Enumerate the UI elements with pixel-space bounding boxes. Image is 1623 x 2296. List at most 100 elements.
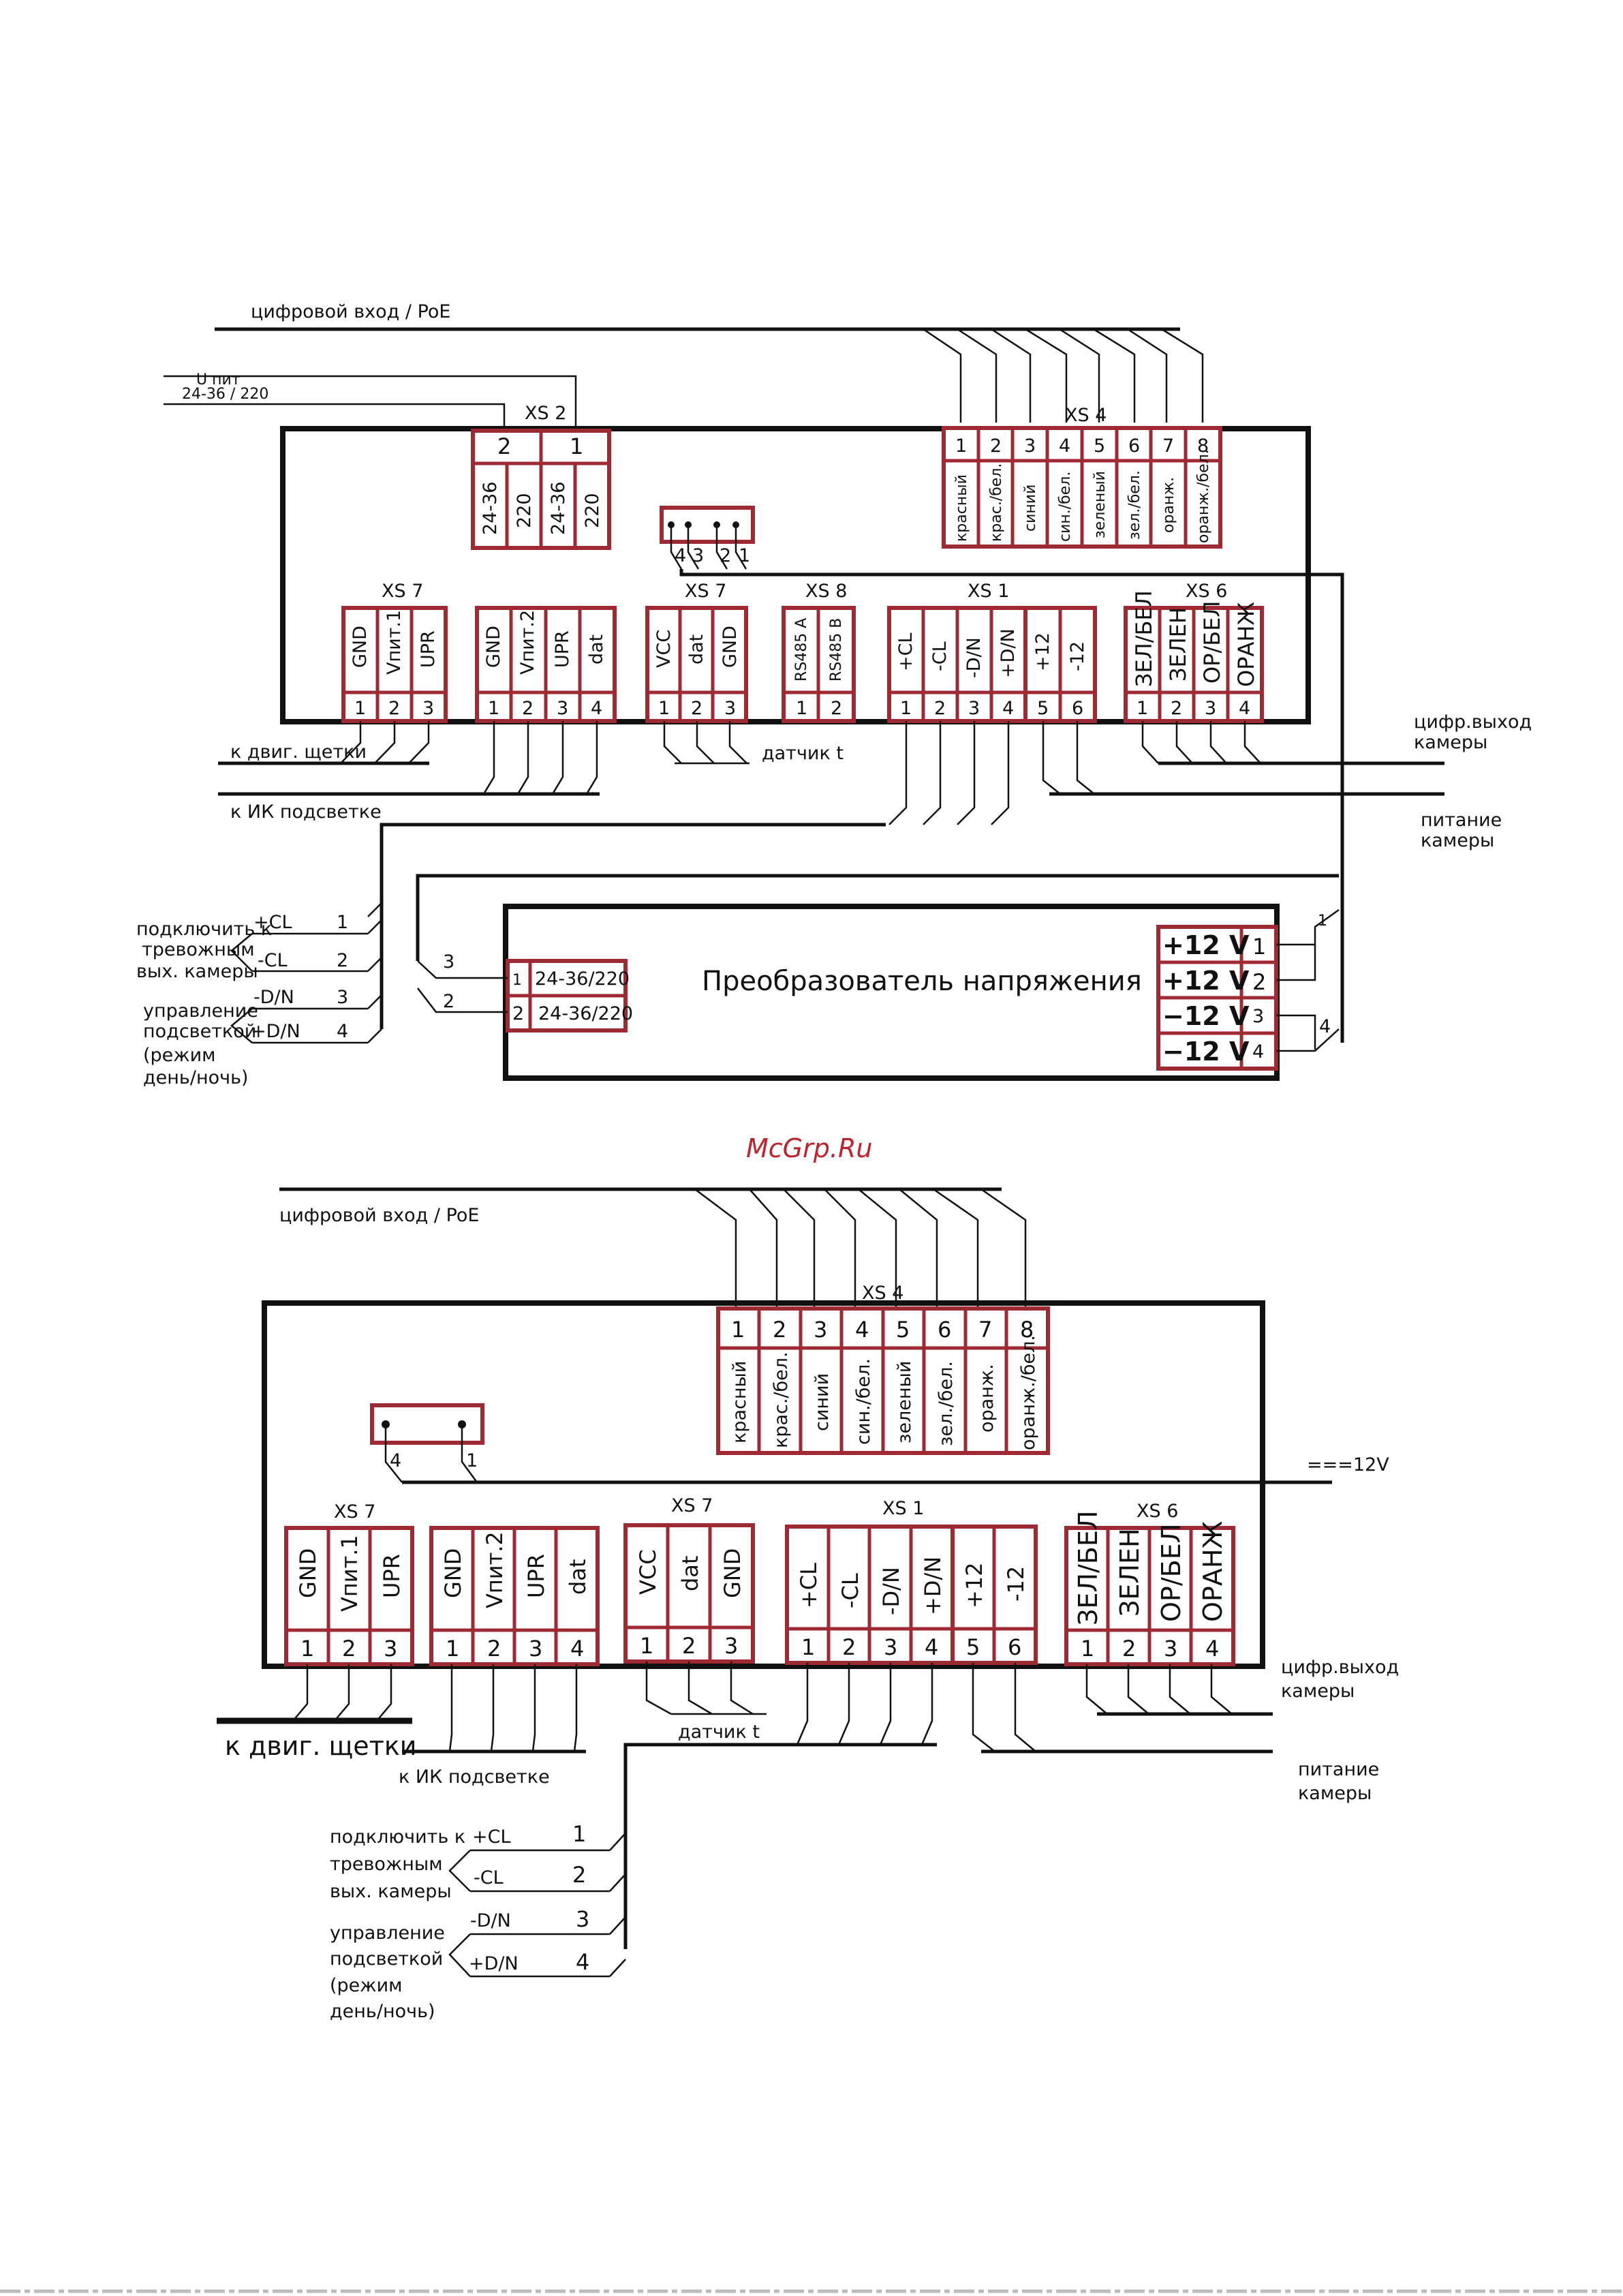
top-u-pit-label: U пит <box>196 371 241 388</box>
top-alarm-label: вых. камеры <box>136 961 258 982</box>
bottom-left-wires <box>448 1833 626 1978</box>
top-xs1-pin: 1 <box>900 698 912 719</box>
bottom-xs7b-label: dat <box>565 1559 591 1595</box>
top-xs7a-connector: GND Vпит.1 UPR 1 2 3 <box>341 606 448 723</box>
top-converter-out-v: −12 V <box>1162 1001 1250 1031</box>
bottom-xs1-connector: +CL -CL -D/N +D/N +12 -12 1 2 3 4 5 6 <box>785 1525 1038 1665</box>
top-xs2-label: 220 <box>582 493 603 528</box>
top-sensor-wires <box>663 721 749 765</box>
top-xs6-label: ЗЕЛЕН <box>1165 607 1191 682</box>
top-wire-sig: +CL <box>253 912 292 933</box>
bottom-diagram: цифровой вход / PoE XS 4 1 2 3 <box>217 1187 1399 2022</box>
top-xs4-pin: 1 <box>955 435 967 457</box>
bottom-jumper-pin: 1 <box>466 1450 478 1471</box>
top-poe-fanout <box>923 328 1204 423</box>
bottom-xs7c-label: dat <box>677 1556 703 1591</box>
bottom-wire-num: 2 <box>572 1862 586 1888</box>
top-cam-power-label: питание <box>1421 810 1502 831</box>
bottom-light-control-label: подсветкой <box>330 1948 443 1970</box>
bottom-xs6-label: ЗЕЛ/БЕЛ <box>1073 1511 1103 1625</box>
top-xs6-label: ОРАНЖ <box>1233 602 1259 687</box>
top-xs7a-title: XS 7 <box>382 581 423 602</box>
top-converter-out-pin: 2 <box>1252 969 1266 995</box>
bottom-xs4-label: зеленый <box>894 1361 915 1443</box>
bottom-xs7a-title: XS 7 <box>334 1501 375 1522</box>
top-ir-wires <box>218 721 600 796</box>
top-light-control-label: управление <box>143 1000 258 1022</box>
bottom-brush-label: к двиг. щетки <box>225 1731 416 1761</box>
bottom-light-control-label: управление <box>330 1923 445 1944</box>
top-xs4-label: зеленый <box>1092 471 1109 538</box>
bottom-cam-digital-out-label: цифр.выход <box>1281 1657 1399 1678</box>
bottom-wire-sig: -D/N <box>470 1910 511 1931</box>
top-converter-in-wire: 2 <box>443 991 454 1012</box>
top-xs4-label: оранж./бел. <box>1195 449 1212 543</box>
top-xs1-label: -D/N <box>963 637 985 678</box>
bottom-xs4-pin: 1 <box>731 1317 745 1343</box>
bottom-xs7b-pin: 3 <box>529 1636 542 1662</box>
bottom-xs7b-pin: 2 <box>487 1636 501 1662</box>
bottom-xs1-pin: 1 <box>801 1634 815 1660</box>
top-u-range-label: 24-36 / 220 <box>182 386 268 403</box>
bottom-xs4-label: крас./бел. <box>771 1351 792 1448</box>
top-xs7c-label: GND <box>720 626 741 668</box>
top-xs4-title: XS 4 <box>1065 405 1107 426</box>
top-converter-out-pin: 4 <box>1252 1041 1264 1062</box>
top-xs4-pin: 4 <box>1059 435 1070 457</box>
watermark-text: McGrp.Ru <box>746 1133 872 1163</box>
top-xs4-connector: 1 2 3 4 5 6 7 8 красный крас./бел. синий… <box>942 426 1222 549</box>
top-xs2-pin: 2 <box>497 433 511 459</box>
bottom-xs1-label: +D/N <box>920 1557 946 1615</box>
bottom-sensor-label: датчик t <box>678 1721 760 1743</box>
bottom-xs1-pin: 5 <box>966 1634 980 1660</box>
bottom-xs7a-pin: 3 <box>384 1636 397 1662</box>
bottom-xs6-label: ОРАНЖ <box>1198 1521 1228 1622</box>
bottom-xs7b-label: UPR <box>523 1554 549 1598</box>
bottom-cam-power-label: питание <box>1298 1759 1379 1780</box>
bottom-xs1-pin: 4 <box>925 1634 938 1660</box>
bottom-jumper: 4 1 <box>370 1403 484 1483</box>
top-xs8-connector: RS485 A RS485 B 1 2 <box>782 606 856 723</box>
top-jumper-pin: 4 <box>675 545 686 566</box>
bottom-xs6-title: XS 6 <box>1137 1501 1178 1522</box>
top-xs7c-title: XS 7 <box>685 581 726 602</box>
top-xs7b-connector: GND Vпит.2 UPR dat 1 2 3 4 <box>475 606 617 723</box>
top-xs4-label: крас./бел. <box>988 463 1005 542</box>
top-converter-in-label: 24-36/220 <box>535 968 630 990</box>
top-converter-out-v: +12 V <box>1162 930 1250 960</box>
top-xs4-pin: 6 <box>1128 435 1140 457</box>
top-converter-output-wires: 1 4 <box>1276 908 1340 1052</box>
top-converter-input-wires: 3 2 <box>417 951 508 1013</box>
top-cam-digital-out-label: цифр.выход <box>1414 711 1532 733</box>
bottom-wire-sig: +D/N <box>469 1953 519 1974</box>
top-converter-out-v: +12 V <box>1162 966 1250 996</box>
top-wire-sig: -CL <box>258 950 288 971</box>
bottom-left-bus <box>623 1743 937 1949</box>
top-cam-digital-out-label: камеры <box>1414 732 1487 753</box>
bottom-xs1-pin: 2 <box>842 1634 856 1660</box>
bottom-xs4-label: синий <box>812 1373 833 1431</box>
top-xs7a-label: GND <box>350 626 371 668</box>
bottom-wire-num: 3 <box>576 1906 589 1932</box>
bottom-xs7c-pin: 1 <box>640 1633 653 1659</box>
top-xs7c-label: VCC <box>653 630 675 668</box>
top-jumper-pin: 3 <box>692 545 704 566</box>
bottom-xs7a-label: Vпит.1 <box>337 1535 362 1612</box>
bottom-xs7c-connector: VCC dat GND 1 2 3 <box>623 1523 755 1664</box>
top-xs6-connector: ЗЕЛ/БЕЛ ЗЕЛЕН ОР/БЕЛ ОРАНЖ 1 2 3 4 <box>1124 590 1264 723</box>
bottom-xs7a-pin: 2 <box>342 1636 356 1662</box>
top-xs4-label: зел./бел. <box>1126 470 1143 540</box>
bottom-xs6-label: ЗЕЛЕН <box>1115 1528 1145 1617</box>
top-xs4-pin: 2 <box>990 435 1002 457</box>
top-xs2-label: 24-36 <box>480 482 501 535</box>
top-diagram: цифровой вход / PoE U пит 24-36 / 220 XS… <box>136 301 1532 1088</box>
top-xs1-pin: 4 <box>1002 698 1014 719</box>
top-u-pit-wire-1 <box>164 375 577 431</box>
top-converter-in-wire: 3 <box>443 951 454 973</box>
top-xs7b-label: UPR <box>552 630 573 668</box>
bottom-xs7b-connector: GND Vпит.2 UPR dat 1 2 3 4 <box>429 1526 600 1666</box>
top-converter-out-pin: 1 <box>1252 934 1266 960</box>
bottom-xs7c-label: VCC <box>635 1549 661 1595</box>
top-xs6-pin: 3 <box>1205 698 1216 719</box>
bottom-xs1-label: +CL <box>796 1563 822 1608</box>
